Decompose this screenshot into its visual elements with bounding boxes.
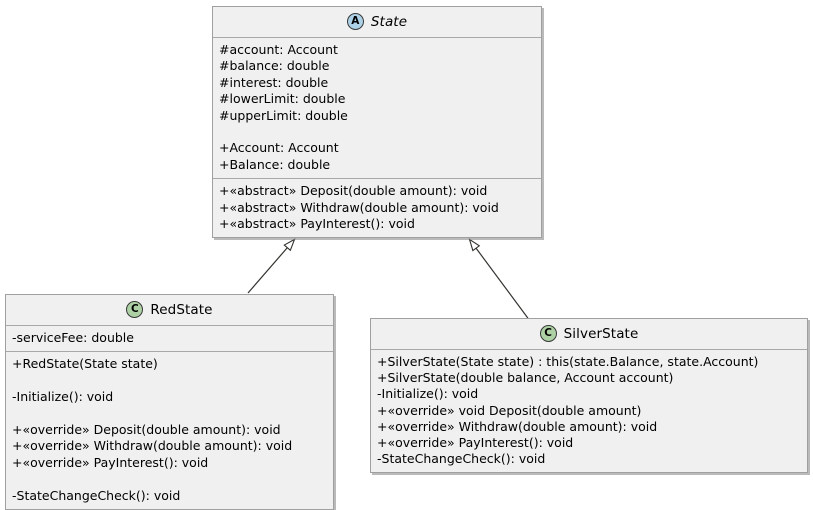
method-row: +«override» Withdraw(double amount): voi… xyxy=(12,438,293,454)
class-header-silverstate: C SilverState xyxy=(371,319,807,350)
attribute-row: +Balance: double xyxy=(219,156,331,172)
attribute-row: +Account: Account xyxy=(219,140,339,156)
method-row: +«override» void Deposit(double amount) xyxy=(377,402,642,418)
attribute-row: #lowerLimit: double xyxy=(219,91,346,107)
attributes-compartment-state: #account: Account #balance: double #inte… xyxy=(213,38,541,180)
attribute-row: #account: Account xyxy=(219,42,338,57)
method-row: +«override» Deposit(double amount): void xyxy=(12,422,281,437)
generalization-redstate-to-state xyxy=(247,238,296,294)
method-row: +«abstract» Deposit(double amount): void xyxy=(219,183,488,199)
method-row: +SilverState(State state) : this(state.B… xyxy=(377,354,759,369)
method-row: -StateChangeCheck(): void xyxy=(12,487,181,503)
method-row: +«override» Withdraw(double amount): voi… xyxy=(377,418,658,434)
method-spacer xyxy=(12,471,327,487)
class-name-redstate: RedState xyxy=(150,301,213,318)
method-row: +«abstract» PayInterest(): void xyxy=(219,216,415,232)
attribute-spacer xyxy=(219,124,535,140)
generalization-silverstate-to-state xyxy=(468,238,531,322)
class-badge-icon: C xyxy=(539,325,557,342)
method-row: -Initialize(): void xyxy=(12,389,114,405)
attribute-row: #interest: double xyxy=(219,74,329,90)
attribute-row: #balance: double xyxy=(219,58,330,74)
methods-compartment-silverstate: +SilverState(State state) : this(state.B… xyxy=(371,350,807,472)
method-row: +«abstract» Withdraw(double amount): voi… xyxy=(219,199,499,215)
class-box-silverstate[interactable]: C SilverState +SilverState(State state) … xyxy=(370,318,808,474)
method-row: -Initialize(): void xyxy=(377,386,479,402)
class-box-redstate[interactable]: C RedState -serviceFee: double +RedState… xyxy=(5,294,334,510)
method-row: +«override» PayInterest(): void xyxy=(377,435,574,451)
abstract-badge-icon: A xyxy=(346,13,364,30)
attribute-row: #upperLimit: double xyxy=(219,107,348,123)
class-name-state: State xyxy=(370,13,408,30)
attribute-row: -serviceFee: double xyxy=(12,330,134,345)
class-box-state[interactable]: A State #account: Account #balance: doub… xyxy=(212,6,542,239)
class-header-redstate: C RedState xyxy=(6,295,333,326)
methods-compartment-redstate: +RedState(State state) -Initialize(): vo… xyxy=(6,352,333,509)
method-row: +RedState(State state) xyxy=(12,356,158,372)
method-row: +«override» PayInterest(): void xyxy=(12,454,209,470)
method-row: +SilverState(double balance, Account acc… xyxy=(377,370,674,386)
class-header-state: A State xyxy=(213,7,541,38)
method-spacer xyxy=(12,373,327,389)
method-spacer xyxy=(12,406,327,422)
class-badge-icon: C xyxy=(126,301,144,318)
method-row: -StateChangeCheck(): void xyxy=(377,451,546,467)
methods-compartment-state: +«abstract» Deposit(double amount): void… xyxy=(213,179,541,237)
class-name-silverstate: SilverState xyxy=(563,325,639,342)
attributes-compartment-redstate: -serviceFee: double xyxy=(6,326,333,353)
